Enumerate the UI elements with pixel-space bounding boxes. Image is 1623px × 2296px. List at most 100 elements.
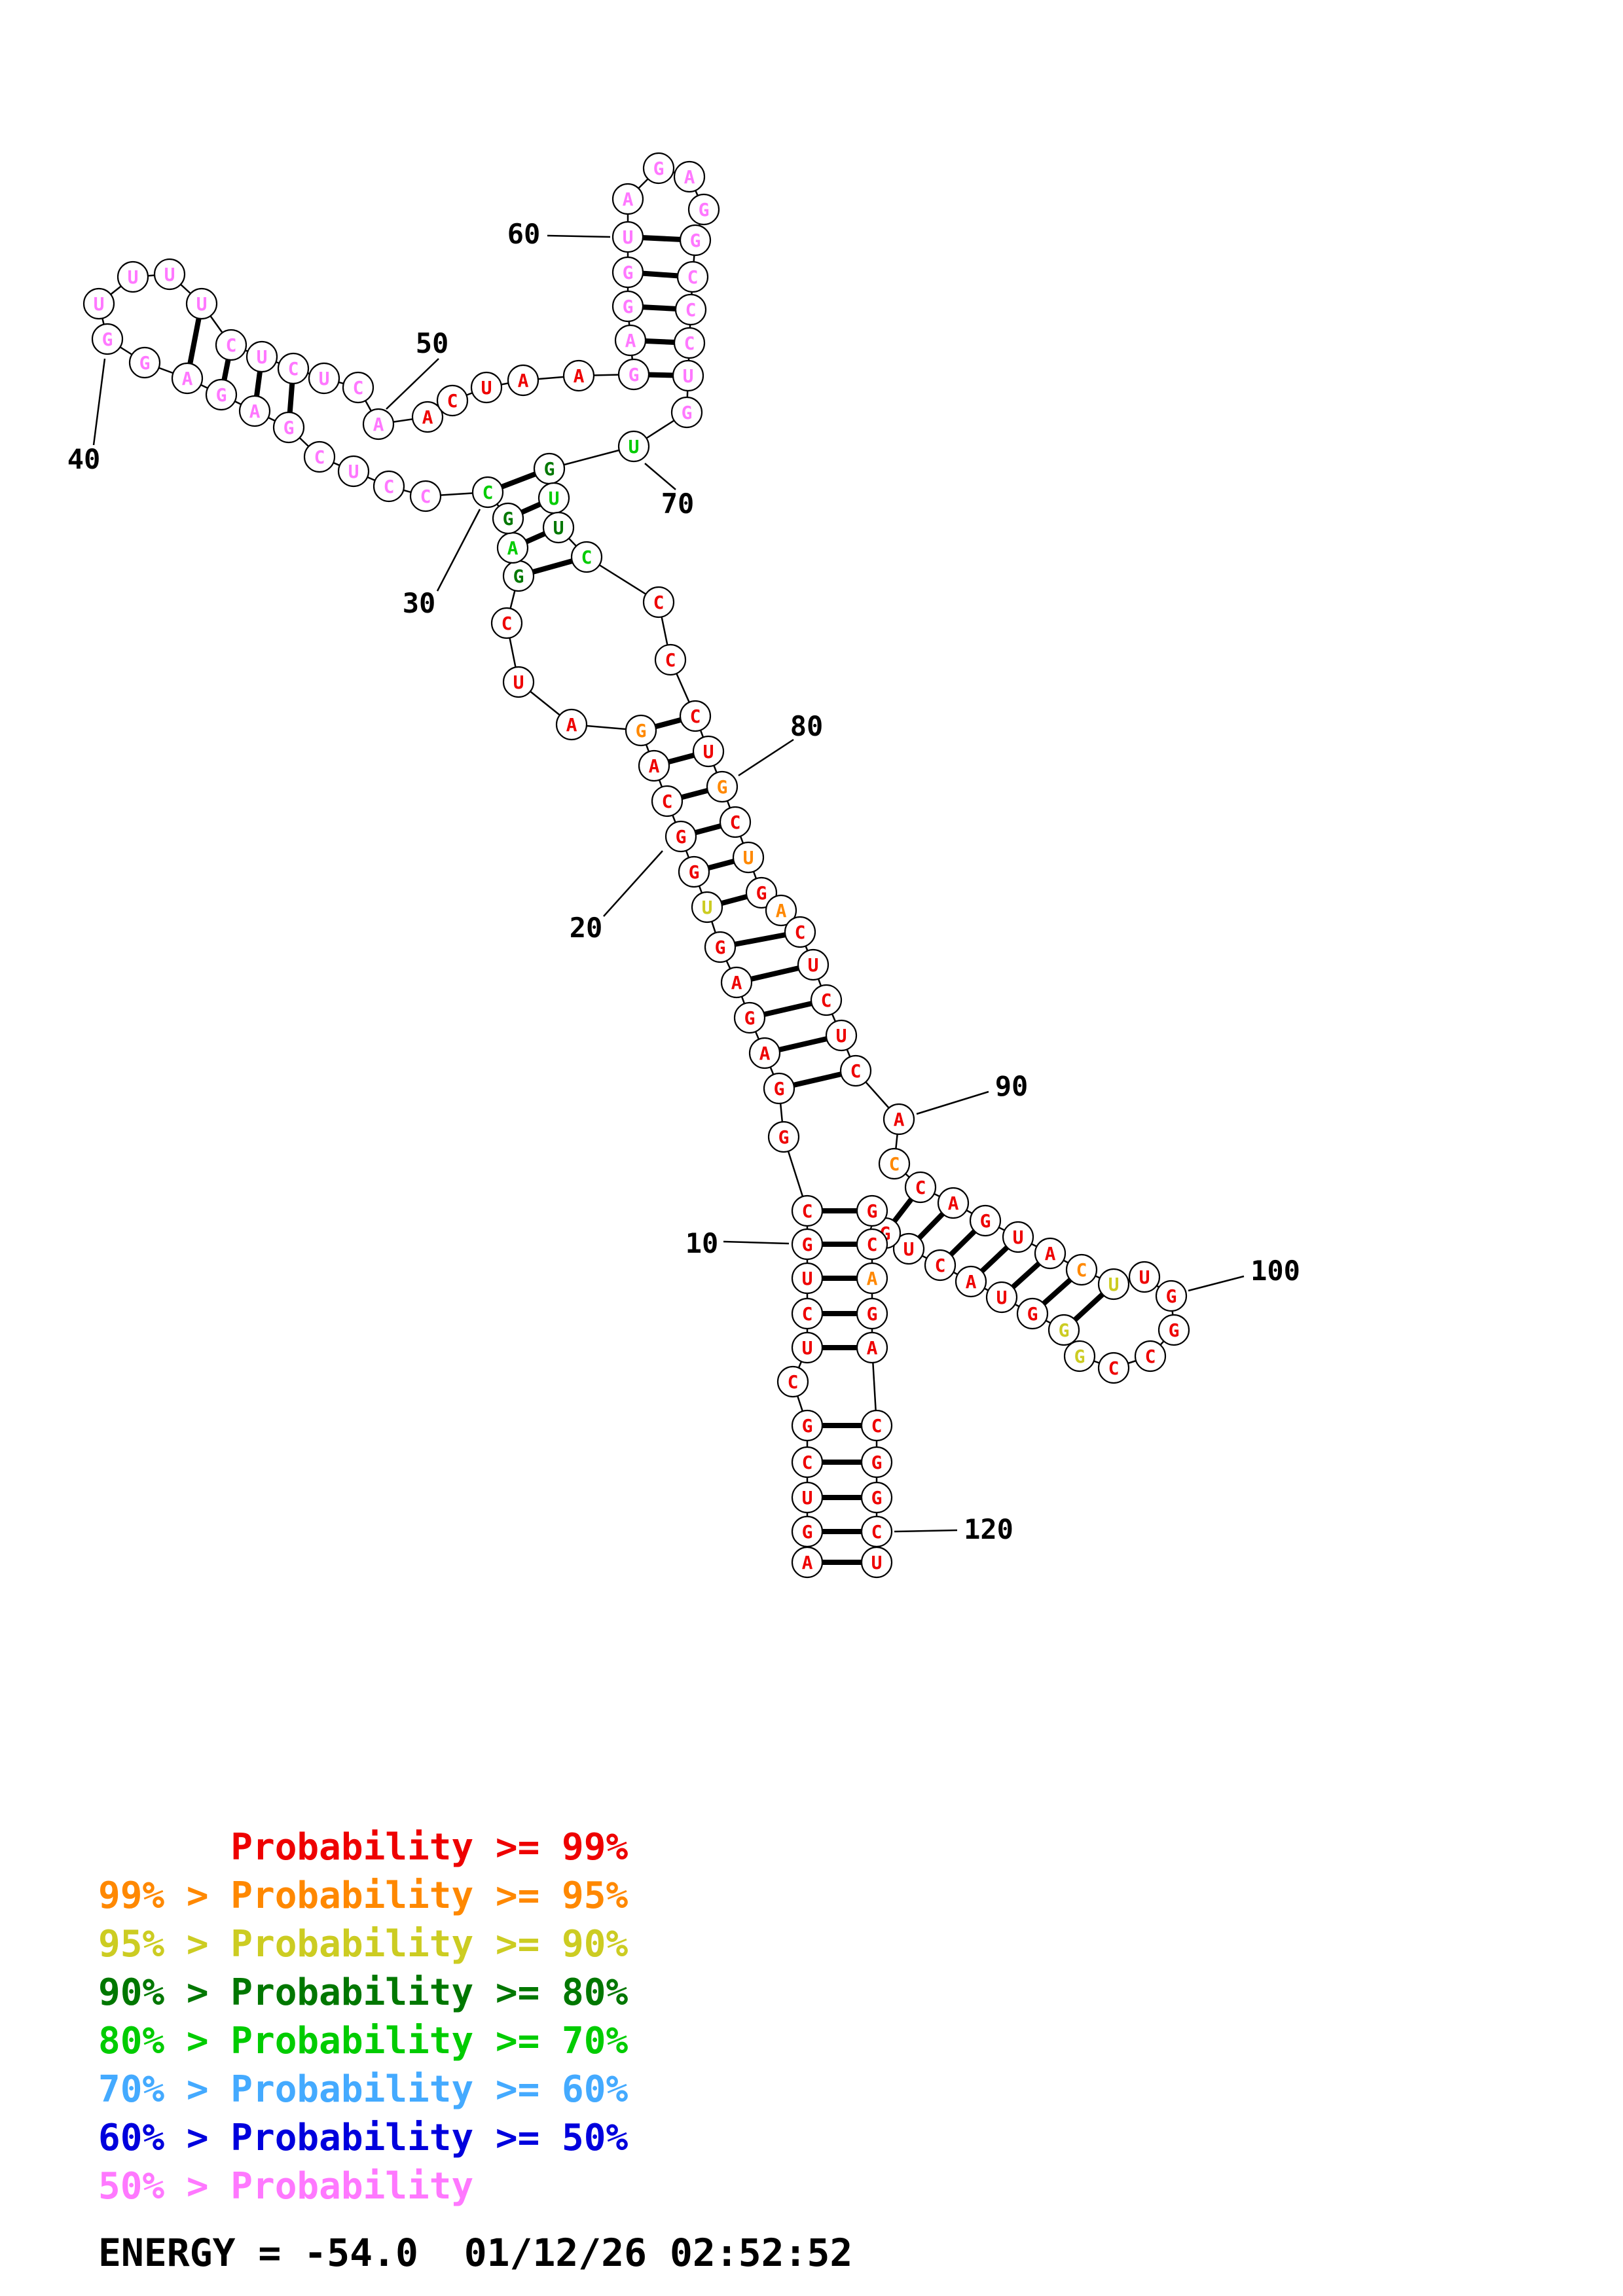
nucleotide-letter: C bbox=[821, 990, 832, 1011]
nucleotide-circle bbox=[470, 371, 503, 404]
nucleotide-circle bbox=[1155, 1280, 1188, 1312]
position-label: 40 bbox=[67, 443, 101, 475]
nucleotide-letter: C bbox=[850, 1060, 862, 1082]
nucleotide-circle bbox=[856, 1331, 888, 1364]
nucleotide-letter: G bbox=[629, 364, 640, 386]
nucleotide-letter: C bbox=[730, 812, 741, 833]
nucleotide-circle bbox=[839, 1054, 872, 1087]
nucleotide-letter: G bbox=[1027, 1303, 1038, 1325]
nucleotide-letter: G bbox=[513, 565, 524, 587]
nucleotide-circle bbox=[776, 1365, 809, 1398]
nucleotide-letter: A bbox=[249, 401, 261, 422]
legend-item: 80% > Probability >= 70% bbox=[98, 2020, 629, 2062]
nucleotide-circle bbox=[679, 700, 712, 732]
nucleotide-letter: A bbox=[623, 188, 634, 210]
nucleotide-letter: C bbox=[483, 482, 494, 503]
nucleotide-circle bbox=[91, 323, 124, 355]
nucleotide-letter: G bbox=[283, 417, 295, 439]
nucleotide-circle bbox=[955, 1265, 987, 1298]
nucleotide-letter: C bbox=[447, 390, 458, 412]
leader-line bbox=[644, 463, 676, 490]
nucleotide-letter: G bbox=[802, 1521, 813, 1543]
nucleotide-letter: G bbox=[980, 1210, 991, 1232]
nucleotide-letter: A bbox=[518, 370, 529, 391]
nucleotide-letter: U bbox=[629, 436, 640, 457]
nucleotide-circle bbox=[678, 855, 710, 888]
nucleotide-circle bbox=[673, 327, 706, 359]
nucleotide-circle bbox=[642, 586, 675, 619]
nucleotide-letter: A bbox=[776, 900, 787, 922]
nucleotide-letter: G bbox=[1166, 1285, 1177, 1307]
nucleotide-letter: A bbox=[574, 365, 585, 387]
nucleotide-letter: U bbox=[196, 293, 208, 315]
nucleotide-letter: C bbox=[687, 266, 699, 288]
nucleotide-circle bbox=[719, 806, 752, 838]
nucleotide-letter: U bbox=[319, 368, 330, 389]
nucleotide-circle bbox=[82, 287, 115, 320]
nucleotide-letter: C bbox=[802, 1303, 813, 1325]
nucleotide-circle bbox=[765, 894, 797, 927]
nucleotide-circle bbox=[1016, 1297, 1049, 1330]
nucleotide-circle bbox=[638, 749, 670, 782]
position-label: 30 bbox=[403, 587, 436, 619]
nucleotide-circle bbox=[171, 362, 204, 395]
nucleotide-circle bbox=[791, 1331, 824, 1364]
position-label: 90 bbox=[995, 1070, 1029, 1102]
nucleotide-circle bbox=[303, 440, 336, 473]
nucleotide-circle bbox=[153, 258, 186, 291]
position-label: 80 bbox=[790, 710, 824, 742]
nucleotide-circle bbox=[1063, 1340, 1096, 1372]
legend-item: 70% > Probability >= 60% bbox=[98, 2068, 629, 2111]
leader-line bbox=[1188, 1275, 1245, 1292]
leader-line bbox=[436, 509, 481, 592]
nucleotide-circle bbox=[570, 541, 603, 573]
nucleotide-letter: U bbox=[743, 847, 754, 869]
nucleotide-letter: G bbox=[802, 1415, 813, 1437]
nucleotide-letter: C bbox=[867, 1234, 878, 1255]
nucleotide-letter: G bbox=[653, 158, 665, 179]
nucleotide-letter: U bbox=[549, 488, 560, 509]
nucleotide-letter: C bbox=[1108, 1357, 1120, 1379]
nucleotide-letter: A bbox=[422, 406, 433, 428]
nucleotide-letter: U bbox=[683, 365, 694, 387]
position-label: 120 bbox=[964, 1513, 1013, 1545]
nucleotide-letter: G bbox=[1169, 1319, 1180, 1341]
nucleotide-letter: U bbox=[703, 741, 714, 762]
leader-line bbox=[894, 1529, 958, 1533]
position-label: 20 bbox=[570, 912, 603, 944]
nucleotide-letter: U bbox=[513, 672, 524, 693]
nucleotide-letter: U bbox=[1108, 1274, 1120, 1295]
nucleotide-circle bbox=[745, 876, 778, 909]
nucleotide-circle bbox=[674, 293, 707, 326]
nucleotide-circle bbox=[791, 1297, 824, 1330]
nucleotide-letter: A bbox=[731, 972, 742, 994]
nucleotide-letter: G bbox=[503, 508, 514, 529]
nucleotide-circle bbox=[733, 1001, 766, 1034]
leader-line bbox=[723, 1240, 790, 1245]
nucleotide-letter: A bbox=[759, 1043, 771, 1064]
nucleotide-letter: U bbox=[802, 1268, 813, 1289]
nucleotide-letter: C bbox=[353, 377, 364, 399]
nucleotide-letter: G bbox=[774, 1078, 785, 1100]
nucleotide-circle bbox=[860, 1446, 893, 1479]
nucleotide-circle bbox=[611, 221, 644, 253]
nucleotide-letter: A bbox=[649, 755, 660, 777]
nucleotide-letter: U bbox=[836, 1025, 847, 1047]
nucleotide-circle bbox=[791, 1194, 824, 1227]
nucleotide-circle bbox=[215, 329, 247, 361]
nucleotide-letter: C bbox=[795, 922, 806, 943]
nucleotide-letter: U bbox=[802, 1487, 813, 1509]
nucleotide-letter: G bbox=[871, 1452, 883, 1473]
legend-item: 60% > Probability >= 50% bbox=[98, 2117, 629, 2159]
nucleotide-letter: C bbox=[871, 1521, 883, 1543]
nucleotide-circle bbox=[691, 891, 723, 924]
nucleotide-circle bbox=[1034, 1237, 1067, 1270]
nucleotide-circle bbox=[883, 1103, 915, 1136]
legend-item: Probability >= 99% bbox=[98, 1826, 629, 1869]
nucleotide-circle bbox=[507, 364, 539, 397]
nucleotide-letter: G bbox=[676, 826, 687, 848]
nucleotide-letter: A bbox=[507, 537, 519, 559]
nucleotide-letter: A bbox=[566, 714, 577, 736]
nucleotide-circle bbox=[720, 966, 753, 999]
nucleotide-circle bbox=[436, 384, 469, 417]
